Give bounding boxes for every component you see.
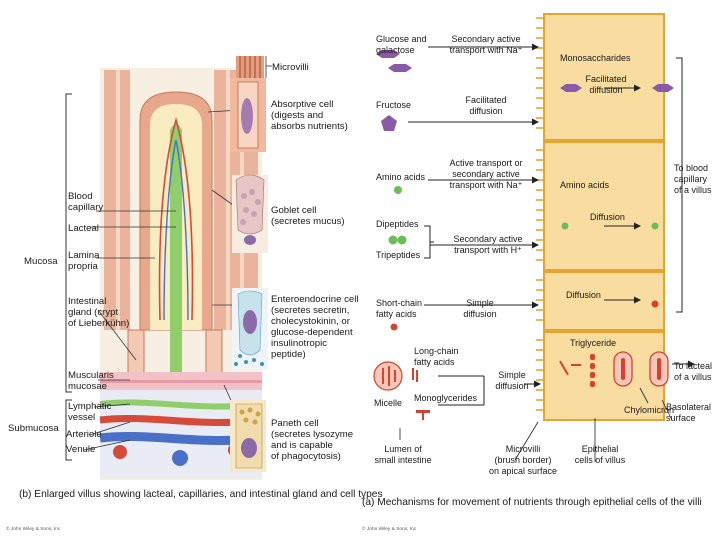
facilitated-diffusion-label: Facilitated diffusion <box>585 74 627 95</box>
microvilli-apical-label: Microvilli (brush border) on apical surf… <box>488 444 558 476</box>
to-blood-label: To blood capillary of a villus <box>674 163 712 195</box>
nutrient-amino-acids: Amino acids <box>376 172 426 182</box>
mechanism-short-chain: Simple diffusion <box>463 298 497 319</box>
microvilli-inset <box>236 56 272 78</box>
mucosa-bracket <box>65 93 72 393</box>
absorptive-cell-label: Absorptive cell (digests and absorbs nut… <box>271 99 348 132</box>
long-chain-label: Long-chain fatty acids <box>414 346 459 367</box>
blood-capillary <box>158 117 194 321</box>
muscularis-mucosae-label: Muscularis mucosae <box>68 370 114 392</box>
mechanism-amino-acids: Active transport or secondary active tra… <box>449 158 523 190</box>
dipeptide <box>388 235 407 245</box>
microvilli-label: Microvilli <box>272 62 309 73</box>
nutrient-glucose: Glucose and galactose <box>376 34 427 55</box>
monosaccharides-label: Monosaccharides <box>560 53 631 63</box>
nutrient-short-chain: Short-chain fatty acids <box>376 298 423 319</box>
submucosa-label: Submucosa <box>8 423 59 434</box>
lipid-simple-diffusion-label: Simple diffusion <box>495 370 529 391</box>
paneth-cell-inset <box>230 400 266 472</box>
lacteal <box>170 124 182 430</box>
basolateral-label: Basolateral surface <box>666 402 712 423</box>
amino-acids-cell-label: Amino acids <box>560 180 610 190</box>
peptide-bracket <box>424 225 434 259</box>
apical-microvilli <box>536 17 544 411</box>
nutrient-dipeptides: Dipeptides <box>376 219 419 229</box>
mechanism-peptides: Secondary active transport with H⁺ <box>453 234 523 255</box>
arteriole-label: Arteriole <box>66 429 102 440</box>
diffusion-label-1: Diffusion <box>590 212 625 222</box>
short-chain-fatty-acid <box>390 323 398 331</box>
fructose-molecule <box>381 115 397 131</box>
nutrient-tripeptides: Tripeptides <box>376 250 421 260</box>
triglyceride-label: Triglyceride <box>570 338 617 348</box>
mucosa-label: Mucosa <box>24 256 58 267</box>
micelle <box>373 361 403 391</box>
left-copyright: © John Wiley & Sons, Inc <box>6 527 61 532</box>
lymphatic-vessel-label: Lymphatic vessel <box>68 401 112 423</box>
venule-label: Venule <box>66 444 96 455</box>
to-blood-bracket <box>676 57 683 313</box>
goblet-cell-label: Goblet cell (secretes mucus) <box>271 205 345 227</box>
blood-capillary-label: Blood capillary <box>68 191 104 213</box>
lacteal-label: Lacteal <box>68 223 99 234</box>
diffusion-label-2: Diffusion <box>566 290 601 300</box>
to-lacteal-label: To lacteal of a villus <box>674 361 713 382</box>
submucosa-bracket <box>65 399 72 461</box>
right-copyright: © John Wiley & Sons, Inc <box>362 527 417 532</box>
mechanism-glucose: Secondary active transport with Na⁺ <box>449 34 523 55</box>
epithelial-cells-label: Epithelial cells of villus <box>574 444 626 465</box>
long-chain-fatty-acid-molecules <box>412 368 418 382</box>
epithelial-cells <box>543 13 665 421</box>
right-caption: (a) Mechanisms for movement of nutrients… <box>362 497 702 508</box>
enteroendocrine-cell-label: Enteroendocrine cell (secretes secretin,… <box>271 294 359 360</box>
left-caption: (b) Enlarged villus showing lacteal, cap… <box>19 489 383 500</box>
absorptive-cell-inset <box>230 78 266 152</box>
lipid-diffusion-lines <box>438 375 485 406</box>
goblet-cell-inset <box>232 174 268 253</box>
chylomicron-label: Chylomicron <box>624 405 675 415</box>
paneth-cell-label: Paneth cell (secretes lysozyme and is ca… <box>271 418 354 462</box>
transport-arrows <box>408 43 695 388</box>
amino-acid <box>394 186 402 194</box>
micelle-label: Micelle <box>374 398 403 408</box>
enteroendocrine-cell-inset <box>232 288 268 370</box>
nutrient-fructose: Fructose <box>376 100 412 110</box>
triglycerides <box>559 354 595 387</box>
glucose-molecules <box>376 50 412 72</box>
lamina-propria-label: Lamina propria <box>68 250 100 272</box>
monoglyceride-molecule <box>416 410 430 420</box>
lumen-label: Lumen of small intestine <box>374 444 432 465</box>
monoglycerides-label: Monoglycerides <box>414 393 478 403</box>
intestinal-gland-label: Intestinal gland (crypt of Lieberkühn) <box>68 296 130 329</box>
mechanism-fructose: Facilitated diffusion <box>465 95 507 116</box>
